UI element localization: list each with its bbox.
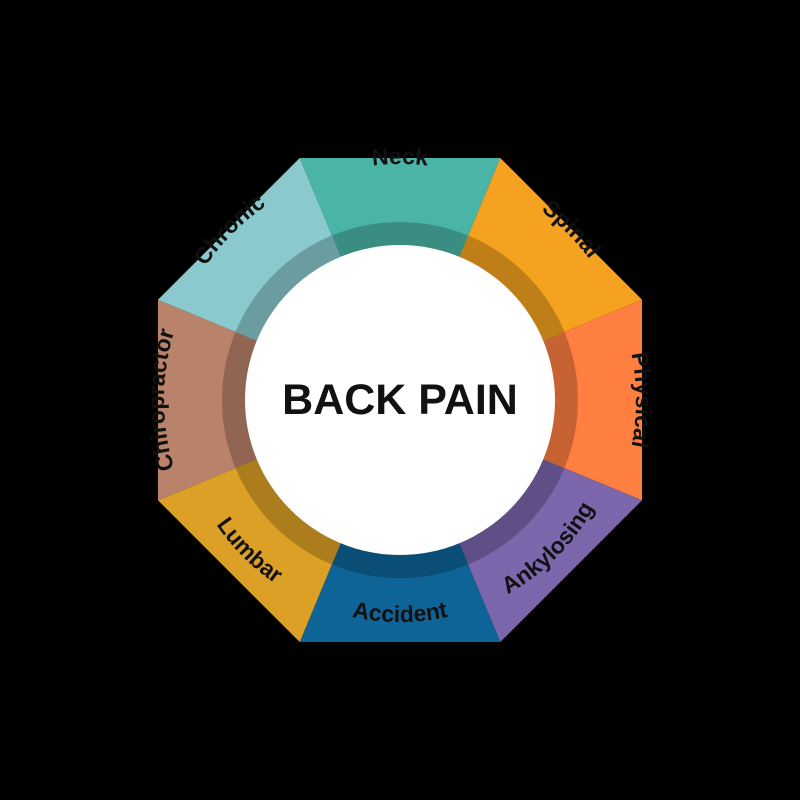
segment-label-text-neck: Neck (371, 143, 430, 171)
segment-label-physical: Physical (626, 350, 657, 450)
center-title: BACK PAIN (282, 376, 518, 424)
segment-label-neck: Neck (371, 143, 430, 171)
center-circle (245, 245, 555, 555)
segment-label-text-accident: Accident (351, 596, 450, 627)
segment-label-text-physical: Physical (626, 350, 657, 450)
segment-label-accident: Accident (351, 596, 450, 627)
